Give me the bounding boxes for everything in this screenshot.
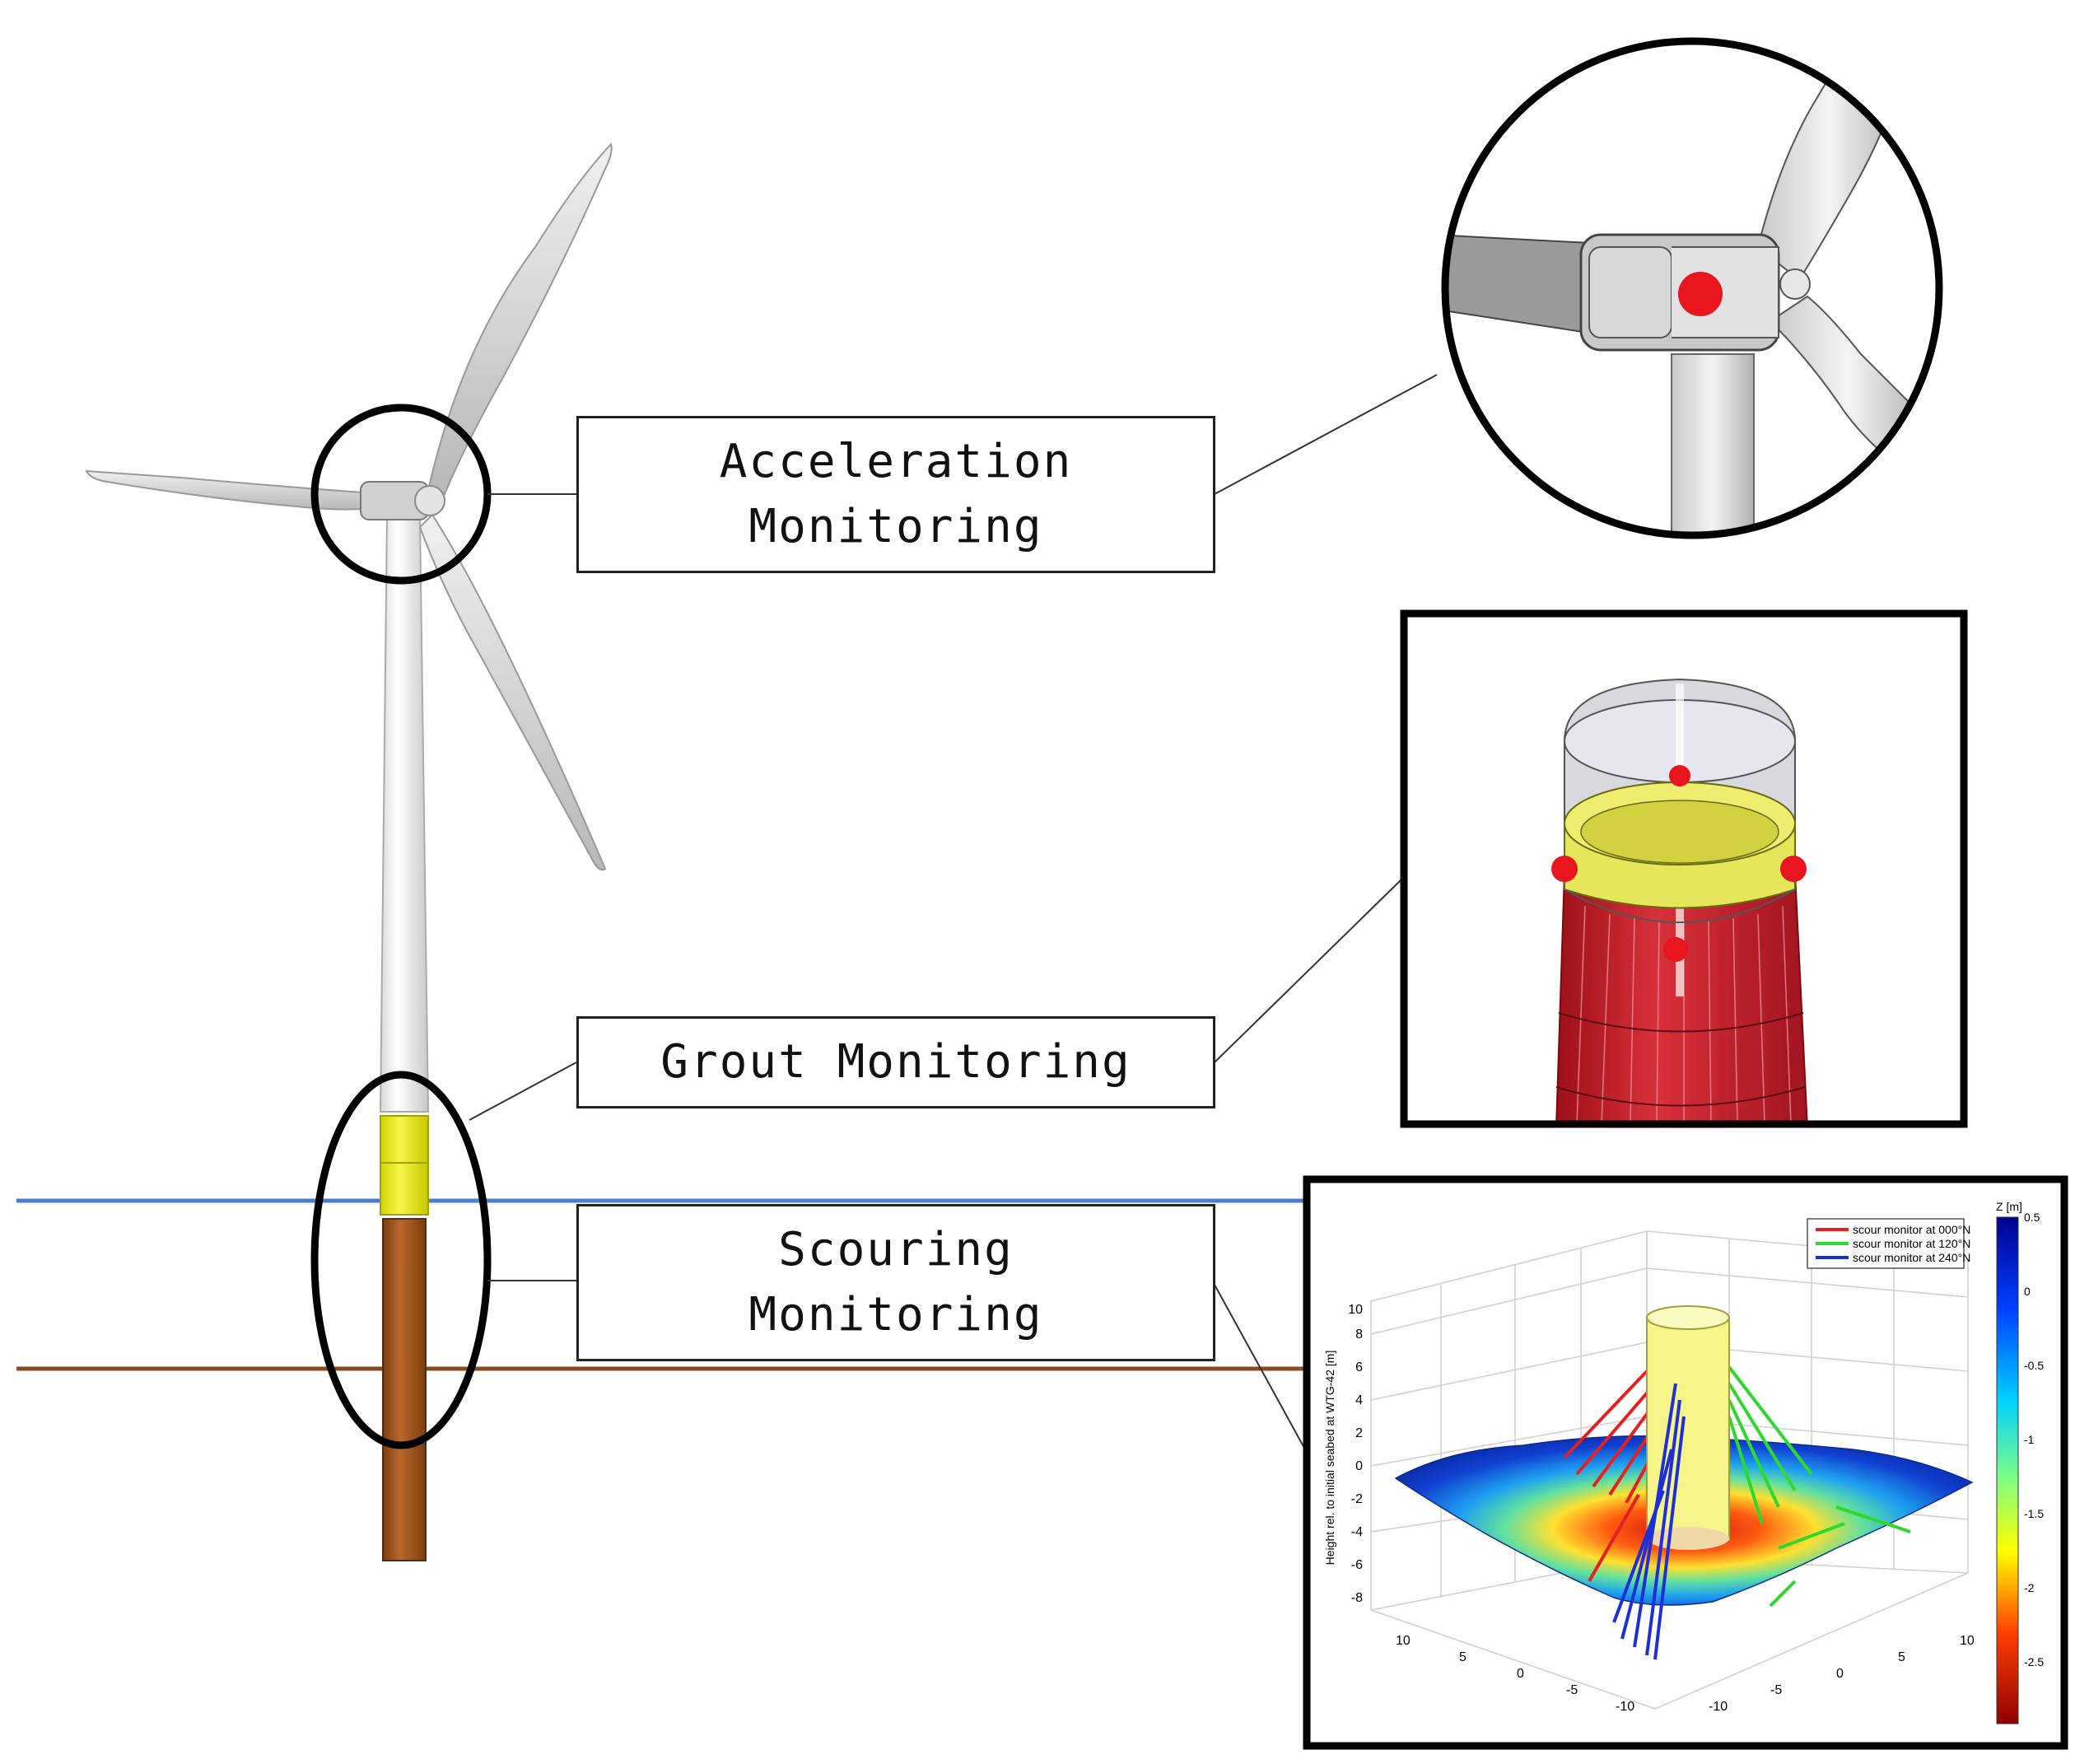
x-tick-right-minus5: -5 [1770, 1683, 1782, 1697]
scouring-label-line2: Monitoring [748, 1287, 1043, 1342]
cb-tick-0: 0 [2024, 1285, 2031, 1298]
x-tick-right-0: 0 [1836, 1667, 1844, 1681]
legend-entry-120: scour monitor at 120°N [1853, 1237, 1970, 1250]
acceleration-monitoring-label: Acceleration Monitoring [576, 416, 1215, 573]
scouring-label-line1: Scouring [778, 1223, 1014, 1277]
x-tick-left-minus5: -5 [1566, 1683, 1578, 1697]
z-axis-label: Height rel. to initial seabed at WTG-42 … [1323, 1351, 1336, 1566]
z-tick-minus2: -2 [1351, 1492, 1363, 1506]
colorbar-title: Z [m] [1996, 1200, 2022, 1213]
cb-tick-minus1.5: -1.5 [2024, 1507, 2044, 1520]
acceleration-label-line1: Acceleration [719, 435, 1073, 489]
grout-sensor-dot-left [1551, 856, 1578, 882]
acceleration-sensor-dot [1678, 272, 1723, 316]
legend-entry-240: scour monitor at 240°N [1853, 1251, 1970, 1264]
z-tick-2: 2 [1355, 1426, 1363, 1440]
z-tick-8: 8 [1355, 1328, 1363, 1342]
connector-grout-right [1214, 876, 1405, 1063]
connector-acceleration-right [1214, 374, 1438, 495]
cb-tick-minus1: -1 [2024, 1433, 2035, 1446]
grout-zoom-view [1400, 609, 1968, 1128]
legend-entry-000: scour monitor at 000°N [1853, 1223, 1970, 1236]
wind-turbine [85, 142, 613, 1561]
z-tick-6: 6 [1355, 1360, 1363, 1374]
grout-sensor-dot-top [1669, 765, 1690, 786]
x-tick-right-5: 5 [1898, 1650, 1905, 1664]
cb-tick-minus0.5: -0.5 [2024, 1359, 2044, 1372]
z-tick-minus4: -4 [1351, 1525, 1363, 1539]
connector-scouring-right [1214, 1284, 1306, 1450]
x-tick-left-minus10: -10 [1616, 1700, 1634, 1714]
x-tick-left-0: 0 [1517, 1667, 1524, 1681]
acceleration-label-line2: Monitoring [748, 499, 1043, 553]
grout-label-text: Grout Monitoring [660, 1034, 1131, 1089]
z-tick-10: 10 [1348, 1303, 1363, 1317]
cb-tick-0.5: 0.5 [2024, 1211, 2040, 1224]
x-tick-right-minus10: -10 [1709, 1700, 1728, 1714]
cb-tick-minus2.5: -2.5 [2024, 1655, 2044, 1668]
grout-monitoring-label: Grout Monitoring [576, 1016, 1215, 1108]
z-tick-minus8: -8 [1351, 1591, 1363, 1605]
x-tick-left-10: 10 [1396, 1634, 1411, 1648]
z-tick-0: 0 [1355, 1459, 1363, 1473]
cb-tick-minus2: -2 [2024, 1581, 2035, 1594]
x-tick-right-10: 10 [1960, 1634, 1975, 1648]
grout-sensor-dot-bottom [1663, 937, 1688, 962]
x-tick-left-5: 5 [1459, 1650, 1466, 1664]
colorbar [1996, 1216, 2019, 1724]
connector-grout-left [469, 1062, 577, 1121]
scour-plot-view: scour monitor at 000°N scour monitor at … [1303, 1175, 2068, 1750]
z-tick-minus6: -6 [1351, 1558, 1363, 1572]
scouring-monitoring-label: Scouring Monitoring [576, 1204, 1215, 1361]
grout-sensor-dot-right [1780, 856, 1807, 882]
nacelle-zoom-view [1441, 37, 1943, 539]
z-tick-4: 4 [1355, 1393, 1363, 1407]
foundation-highlight-ellipse [310, 1071, 492, 1449]
